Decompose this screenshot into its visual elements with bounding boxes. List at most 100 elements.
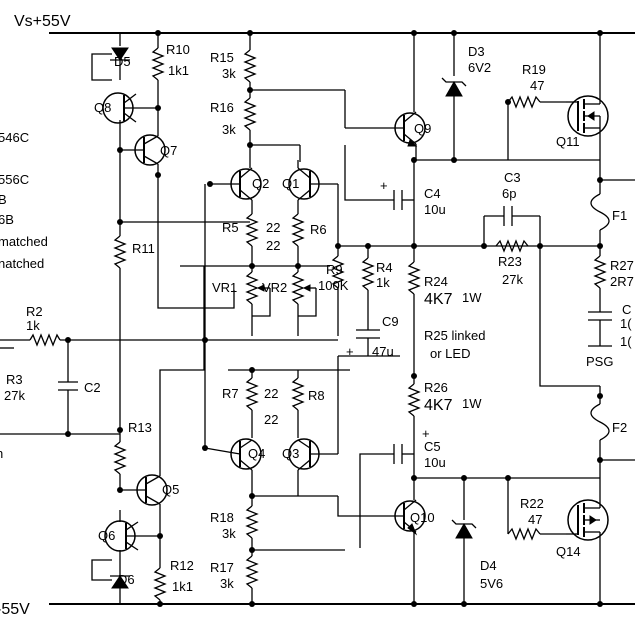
margin-note-3: B bbox=[0, 192, 7, 207]
r24-value: 4K7 bbox=[424, 291, 453, 308]
margin-note-1: 546C bbox=[0, 130, 29, 145]
d3-symbol bbox=[445, 80, 463, 97]
c4-label: C4 bbox=[424, 186, 441, 201]
q11-label: Q11 bbox=[556, 134, 580, 149]
r4-value: 1k bbox=[376, 275, 390, 290]
r4-c9-network: R4 1k C9 + 47u bbox=[338, 246, 400, 359]
q10-label: Q10 bbox=[410, 510, 435, 525]
r6-label: R6 bbox=[310, 222, 327, 237]
d3-value: 6V2 bbox=[468, 60, 491, 75]
lower-current-source: R13 Q5 Q6 D6 R12 1k1 bbox=[91, 266, 205, 607]
c9-value: 47u bbox=[372, 344, 394, 359]
r16-value: 3k bbox=[222, 122, 236, 137]
r10-value: 1k1 bbox=[168, 63, 189, 78]
r12-label: R12 bbox=[170, 558, 194, 573]
input-fragment: n bbox=[0, 446, 3, 461]
vr1-label: VR1 bbox=[212, 280, 237, 295]
r23-value: 27k bbox=[502, 272, 523, 287]
r22-value: 47 bbox=[528, 512, 542, 527]
q2-label: Q2 bbox=[252, 176, 269, 191]
q4-symbol bbox=[230, 438, 262, 470]
q9-label: Q9 bbox=[414, 121, 431, 136]
q3-label: Q3 bbox=[282, 446, 299, 461]
r19-label: R19 bbox=[522, 62, 546, 77]
r10-label: R10 bbox=[166, 42, 190, 57]
r7-label: R7 bbox=[222, 386, 239, 401]
q6-label: Q6 bbox=[98, 528, 115, 543]
margin-note-5: matched bbox=[0, 234, 48, 249]
q7-label: Q7 bbox=[160, 143, 177, 158]
r18-value: 3k bbox=[222, 526, 236, 541]
r9-value: 100K bbox=[318, 278, 349, 293]
output-stage: R19 47 Q11 F1 R27 2R7 C 1( bbox=[505, 30, 635, 607]
feedback-network: C3 6p R23 27k bbox=[483, 170, 600, 387]
c9-polarity: + bbox=[346, 344, 354, 359]
c5-polarity: + bbox=[422, 426, 430, 441]
q5-label: Q5 bbox=[162, 482, 179, 497]
r15-value: 3k bbox=[222, 66, 236, 81]
r9-label: R9 bbox=[326, 262, 343, 277]
r11-label: R11 bbox=[132, 241, 155, 256]
r26-label: R26 bbox=[424, 380, 448, 395]
vr2-label: VR2 bbox=[262, 280, 287, 295]
r3-label: R3 bbox=[6, 372, 23, 387]
c-right-value-a: 1( bbox=[620, 316, 632, 331]
r3-value: 27k bbox=[4, 388, 25, 403]
d6-label: D6 bbox=[118, 572, 135, 587]
r2-label: R2 bbox=[26, 304, 43, 319]
f2-label: F2 bbox=[612, 420, 627, 435]
upper-current-source: D5 R10 1k1 Q8 Q7 R11 bbox=[91, 30, 250, 430]
margin-note-4: 6B bbox=[0, 212, 14, 227]
r22-label: R22 bbox=[520, 496, 544, 511]
r16-label: R16 bbox=[210, 100, 234, 115]
input-network: R2 1k R3 27k C2 n bbox=[0, 304, 205, 461]
r19-value: 47 bbox=[530, 78, 544, 93]
c-right-value-b: 1( bbox=[620, 334, 632, 349]
r27-label: R27 bbox=[610, 258, 634, 273]
f1-label: F1 bbox=[612, 208, 627, 223]
c-right-label: C bbox=[622, 302, 631, 317]
c3-label: C3 bbox=[504, 170, 521, 185]
d4-value: 5V6 bbox=[480, 576, 503, 591]
long-tail-pair-lower: R7 22 22 R8 Q4 Q3 R18 3k bbox=[202, 356, 384, 607]
r17-value: 3k bbox=[220, 576, 234, 591]
margin-notes: 546C 556C B 6B matched natched bbox=[0, 130, 48, 271]
r18-label: R18 bbox=[210, 510, 234, 525]
r15-label: R15 bbox=[210, 50, 234, 65]
r13-label: R13 bbox=[128, 420, 152, 435]
q8-label: Q8 bbox=[94, 100, 111, 115]
d5-label: D5 bbox=[114, 54, 131, 69]
r17-label: R17 bbox=[210, 560, 234, 575]
r26-value: 4K7 bbox=[424, 397, 453, 414]
r5-label: R5 bbox=[222, 220, 239, 235]
negative-rail-label: -55V bbox=[0, 601, 30, 618]
q14-label: Q14 bbox=[556, 544, 581, 559]
r7-value-b: 22 bbox=[264, 412, 278, 427]
r25-note-b: or LED bbox=[430, 346, 470, 361]
r4-label: R4 bbox=[376, 260, 393, 275]
r25-note-a: R25 linked bbox=[424, 328, 485, 343]
zener-clamps: D3 6V2 D4 5V6 bbox=[441, 30, 503, 607]
r26-wattage: 1W bbox=[462, 396, 482, 411]
r27-value: 2R7 bbox=[610, 274, 634, 289]
r5-value-b: 22 bbox=[266, 238, 280, 253]
r12-value: 1k1 bbox=[172, 579, 193, 594]
psg-label: PSG bbox=[586, 354, 613, 369]
c4-value: 10u bbox=[424, 202, 446, 217]
r2-value: 1k bbox=[26, 318, 40, 333]
voltage-amplifier-stage: Q9 + C4 10u R24 4K7 1W R25 linked or LED… bbox=[344, 30, 600, 607]
r5-value-a: 22 bbox=[266, 220, 280, 235]
c5-label: C5 bbox=[424, 439, 441, 454]
q1-label: Q1 bbox=[282, 176, 299, 191]
margin-note-2: 556C bbox=[0, 172, 29, 187]
r24-label: R24 bbox=[424, 274, 448, 289]
margin-note-6: natched bbox=[0, 256, 44, 271]
d4-label: D4 bbox=[480, 558, 497, 573]
f2-symbol bbox=[590, 403, 610, 441]
r23-label: R23 bbox=[498, 254, 522, 269]
q4-label: Q4 bbox=[248, 446, 265, 461]
r8-label: R8 bbox=[308, 388, 325, 403]
c2-label: C2 bbox=[84, 380, 101, 395]
d5-symbol bbox=[111, 47, 129, 61]
